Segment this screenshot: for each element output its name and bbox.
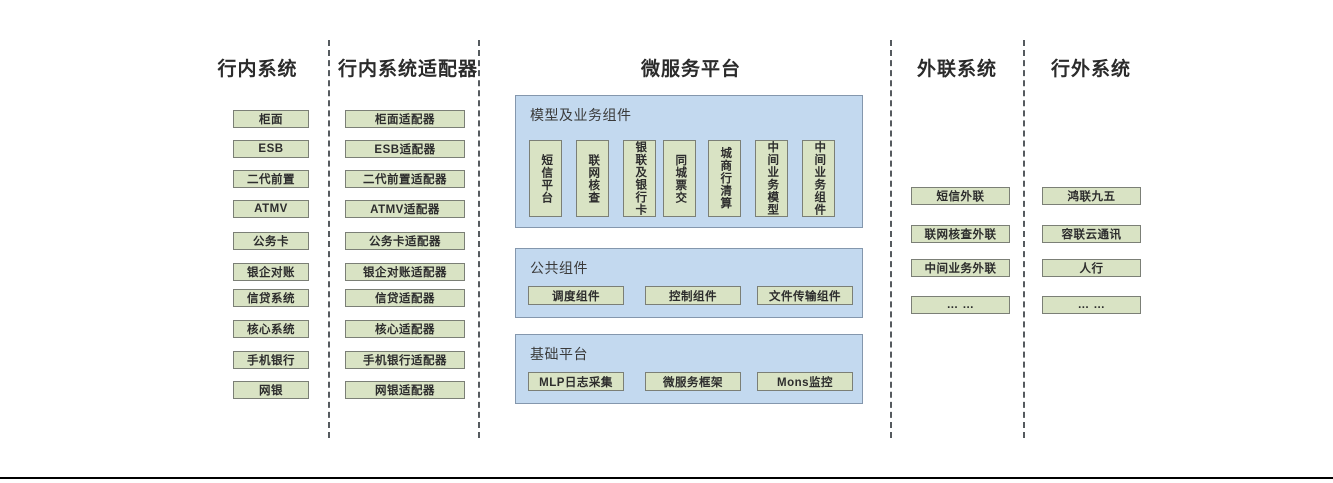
node-base-0[interactable]: MLP日志采集	[528, 372, 624, 391]
divider-3	[890, 40, 892, 438]
vnode-model-6-label: 中间业务组件	[813, 141, 826, 216]
node-internal-1[interactable]: ESB	[233, 140, 309, 158]
node-outside-0[interactable]: 鸿联九五	[1042, 187, 1141, 205]
column-title-internal: 行内系统	[217, 59, 298, 80]
node-outside-2[interactable]: 人行	[1042, 259, 1141, 277]
panel-title-model-business: 模型及业务组件	[530, 107, 632, 123]
node-internal-5[interactable]: 银企对账	[233, 263, 309, 281]
panel-title-common-components: 公共组件	[530, 260, 588, 276]
vnode-model-4-label: 城商行清算	[719, 147, 732, 210]
vnode-model-5[interactable]: 中间业务模型	[755, 140, 788, 217]
node-base-1[interactable]: 微服务框架	[645, 372, 741, 391]
bottom-rule	[0, 477, 1333, 479]
vnode-model-3[interactable]: 同城票交	[663, 140, 696, 217]
column-title-platform: 微服务平台	[640, 59, 741, 80]
vnode-model-0[interactable]: 短信平台	[529, 140, 562, 217]
divider-4	[1023, 40, 1025, 438]
node-outside-3[interactable]: … …	[1042, 296, 1141, 314]
node-internal-9[interactable]: 网银	[233, 381, 309, 399]
vnode-model-4[interactable]: 城商行清算	[708, 140, 741, 217]
node-internal-4[interactable]: 公务卡	[233, 232, 309, 250]
node-internal-7[interactable]: 核心系统	[233, 320, 309, 338]
panel-common-components: 公共组件	[515, 248, 863, 318]
divider-1	[328, 40, 330, 438]
panel-title-base-platform: 基础平台	[530, 346, 588, 362]
node-adapter-3[interactable]: ATMV适配器	[345, 200, 465, 218]
node-external-link-0[interactable]: 短信外联	[911, 187, 1010, 205]
vnode-model-2[interactable]: 银联及银行卡	[623, 140, 656, 217]
node-base-2[interactable]: Mons监控	[757, 372, 853, 391]
panel-base-platform: 基础平台	[515, 334, 863, 404]
node-common-1[interactable]: 控制组件	[645, 286, 741, 305]
node-external-link-3[interactable]: … …	[911, 296, 1010, 314]
column-title-outside: 行外系统	[1050, 59, 1131, 80]
node-adapter-6[interactable]: 信贷适配器	[345, 289, 465, 307]
vnode-model-1[interactable]: 联网核查	[576, 140, 609, 217]
node-adapter-7[interactable]: 核心适配器	[345, 320, 465, 338]
node-common-0[interactable]: 调度组件	[528, 286, 624, 305]
node-adapter-4[interactable]: 公务卡适配器	[345, 232, 465, 250]
column-title-adapter: 行内系统适配器	[338, 59, 479, 80]
node-internal-2[interactable]: 二代前置	[233, 170, 309, 188]
vnode-model-0-label: 短信平台	[540, 153, 553, 204]
node-adapter-9[interactable]: 网银适配器	[345, 381, 465, 399]
node-external-link-1[interactable]: 联网核查外联	[911, 225, 1010, 243]
vnode-model-6[interactable]: 中间业务组件	[802, 140, 835, 217]
node-adapter-0[interactable]: 柜面适配器	[345, 110, 465, 128]
column-title-external-link: 外联系统	[916, 59, 997, 80]
vnode-model-5-label: 中间业务模型	[766, 141, 779, 216]
node-internal-0[interactable]: 柜面	[233, 110, 309, 128]
divider-2	[478, 40, 480, 438]
node-internal-8[interactable]: 手机银行	[233, 351, 309, 369]
node-adapter-2[interactable]: 二代前置适配器	[345, 170, 465, 188]
vnode-model-2-label: 银联及银行卡	[634, 141, 647, 216]
node-adapter-1[interactable]: ESB适配器	[345, 140, 465, 158]
node-internal-6[interactable]: 信贷系统	[233, 289, 309, 307]
node-adapter-5[interactable]: 银企对账适配器	[345, 263, 465, 281]
node-adapter-8[interactable]: 手机银行适配器	[345, 351, 465, 369]
node-common-2[interactable]: 文件传输组件	[757, 286, 853, 305]
vnode-model-1-label: 联网核查	[587, 153, 600, 204]
node-external-link-2[interactable]: 中间业务外联	[911, 259, 1010, 277]
node-internal-3[interactable]: ATMV	[233, 200, 309, 218]
vnode-model-3-label: 同城票交	[674, 153, 687, 204]
node-outside-1[interactable]: 容联云通讯	[1042, 225, 1141, 243]
